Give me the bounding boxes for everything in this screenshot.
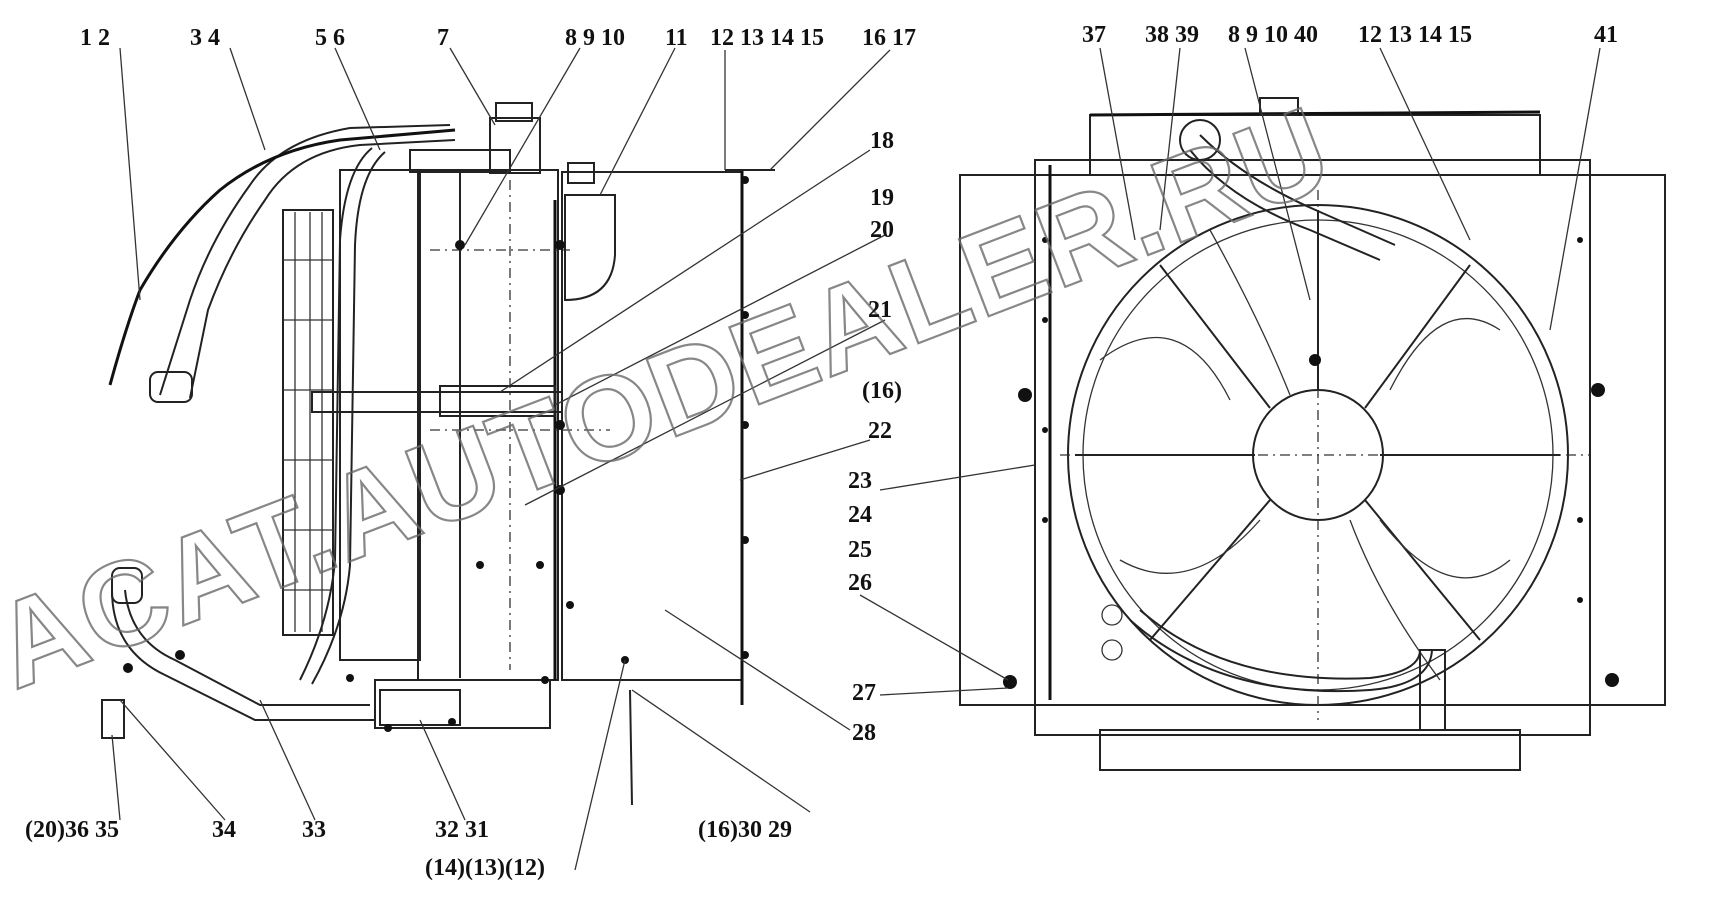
callout-29-30: (16)30 29 [698, 817, 792, 843]
callout-5-6: 5 6 [315, 25, 345, 51]
filler-neck [409, 102, 541, 174]
callout-21: 21 [868, 297, 892, 323]
callout-23: 23 [848, 468, 872, 494]
watermark-text: ACAT.AUTODEALER.RU [0, 81, 1348, 714]
callout-19: 19 [870, 185, 894, 211]
callout-3-4: 3 4 [190, 25, 220, 51]
callout-12-15-right: 12 13 14 15 [1358, 22, 1472, 48]
callout-labels: 1 2 3 4 5 6 7 8 9 10 11 12 13 14 15 16 1… [25, 22, 1618, 881]
callout-33: 33 [302, 817, 326, 843]
callout-34: 34 [212, 817, 236, 843]
bottom-tank [346, 674, 551, 732]
callout-41: 41 [1594, 22, 1618, 48]
core-bolts [455, 240, 574, 609]
fan-guard [282, 209, 334, 636]
callout-8-40: 8 9 10 40 [1228, 22, 1318, 48]
upper-hose [149, 124, 456, 403]
callout-16-paren: (16) [862, 378, 902, 404]
callout-37: 37 [1082, 22, 1106, 48]
callout-31-32: 32 31 [435, 817, 489, 843]
callout-20: 20 [870, 217, 894, 243]
callout-22: 22 [868, 418, 892, 444]
callout-38-39: 38 39 [1145, 22, 1199, 48]
side-view [101, 102, 775, 806]
callout-1-2: 1 2 [80, 25, 110, 51]
leader-lines [111, 47, 1601, 871]
shroud-bolts [1003, 237, 1619, 689]
callout-24: 24 [848, 502, 872, 528]
vent-tube [299, 147, 386, 685]
callout-27: 27 [852, 680, 876, 706]
callout-28: 28 [852, 720, 876, 746]
front-view [959, 97, 1666, 771]
callout-26: 26 [848, 570, 872, 596]
callout-12-14-paren: (14)(13)(12) [425, 855, 545, 881]
callout-12-15: 12 13 14 15 [710, 25, 824, 51]
callout-8-9-10: 8 9 10 [565, 25, 625, 51]
shroud-hose [1129, 119, 1446, 731]
callout-25: 25 [848, 537, 872, 563]
wire-harness [108, 128, 456, 386]
callout-35-36: (20)36 35 [25, 817, 119, 843]
callout-7: 7 [437, 25, 449, 51]
callout-11: 11 [665, 25, 688, 51]
callout-18: 18 [870, 128, 894, 154]
callout-16-17: 16 17 [862, 25, 916, 51]
lower-hose [101, 567, 375, 739]
